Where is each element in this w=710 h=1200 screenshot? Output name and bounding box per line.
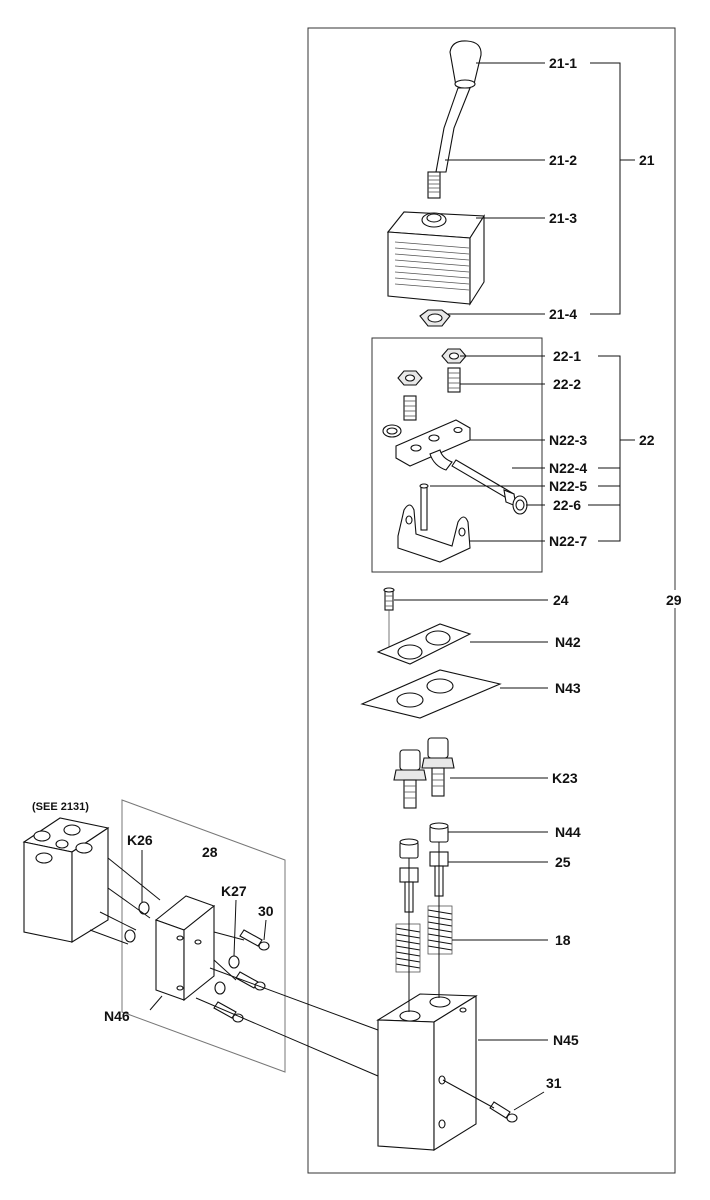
label-21: 21 <box>639 152 655 168</box>
adapter-plate-n46 <box>154 895 216 1002</box>
springs-18 <box>395 905 453 973</box>
label-25: 25 <box>555 854 571 870</box>
label-31: 31 <box>546 1075 562 1091</box>
gasket-n42 <box>376 623 472 665</box>
label-k26: K26 <box>127 832 153 848</box>
label-29-bg <box>664 590 688 608</box>
control-lever <box>427 40 482 199</box>
mechanism-parts <box>382 348 528 563</box>
screw-24 <box>383 587 395 650</box>
label-28: 28 <box>202 844 218 860</box>
spacers-n44 <box>399 822 449 859</box>
label-18: 18 <box>555 932 571 948</box>
label-21-3: 21-3 <box>549 210 577 226</box>
lever-nut <box>419 309 451 327</box>
valve-body-n45 <box>376 993 478 1151</box>
valve-k23 <box>393 737 455 809</box>
rubber-boot <box>386 211 485 306</box>
assembly-22-frame <box>371 337 543 573</box>
label-k23: K23 <box>552 770 578 786</box>
label-n43: N43 <box>555 680 581 696</box>
label-k27: K27 <box>221 883 247 899</box>
label-n46: N46 <box>104 1008 130 1024</box>
label-n42: N42 <box>555 634 581 650</box>
spool-25 <box>399 851 449 913</box>
label-22-2: 22-2 <box>553 376 581 392</box>
label-n22-4: N22-4 <box>549 460 587 476</box>
leader-lines <box>141 62 635 1111</box>
label-21-2: 21-2 <box>549 152 577 168</box>
bolts-30 <box>213 929 270 1023</box>
main-assembly-frame <box>307 27 676 1174</box>
label-21-4: 21-4 <box>549 306 577 322</box>
label-24: 24 <box>553 592 569 608</box>
label-22-1: 22-1 <box>553 348 581 364</box>
label-n44: N44 <box>555 824 581 840</box>
screw-31 <box>489 1101 518 1123</box>
label-30: 30 <box>258 903 274 919</box>
label-21-1: 21-1 <box>549 55 577 71</box>
pump-block <box>22 817 110 943</box>
label-see-2131: (SEE 2131) <box>32 801 89 813</box>
connection-lines <box>89 842 495 1109</box>
gasket-n43 <box>360 669 502 719</box>
o-rings-k26-k27 <box>124 901 240 995</box>
label-n22-7: N22-7 <box>549 533 587 549</box>
label-n45: N45 <box>553 1032 579 1048</box>
label-29: 29 <box>666 592 682 608</box>
label-n22-3: N22-3 <box>549 432 587 448</box>
label-22-6: 22-6 <box>553 497 581 513</box>
label-22: 22 <box>639 432 655 448</box>
label-n22-5: N22-5 <box>549 478 587 494</box>
